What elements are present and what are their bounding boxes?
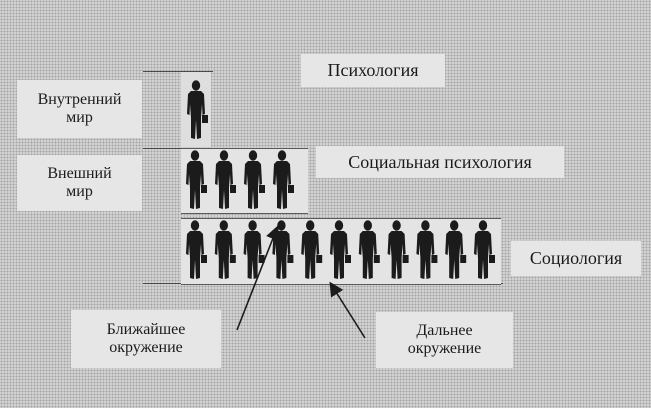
near-environment-label-box: Ближайшее окружение: [71, 310, 221, 368]
person-figure: [474, 220, 495, 279]
far-environment-label-box: Дальнее окружение: [376, 312, 513, 368]
person-figure: [187, 80, 208, 139]
person-figure: [416, 220, 438, 279]
near-environment-arrow: [236, 225, 280, 331]
person-figure: [272, 220, 294, 279]
person-figure: [273, 150, 294, 209]
psychology-label-box: Психология: [301, 54, 445, 87]
person-figure: [301, 220, 323, 279]
inner-world-label-box: Внутренний мир: [17, 80, 142, 138]
far-environment-arrow: [329, 281, 366, 339]
person-figure: [244, 150, 265, 209]
inner-world-label: Внутренний мир: [37, 91, 122, 126]
social-psychology-label: Социальная психология: [348, 151, 532, 172]
psychology-label: Психология: [327, 60, 419, 81]
person-figure: [358, 220, 380, 279]
outer-world-label: Внешний мир: [47, 165, 112, 200]
person-figure: [387, 220, 409, 279]
sociology-label-box: Социология: [511, 241, 641, 276]
person-figure: [445, 220, 467, 279]
far-environment-label: Дальнее окружение: [407, 322, 482, 357]
person-figure: [330, 220, 351, 279]
person-figure: [186, 220, 207, 279]
rule-top: [143, 71, 213, 72]
person-figure: [186, 150, 207, 209]
social-psychology-label-box: Социальная психология: [316, 146, 564, 178]
person-figure: [243, 220, 265, 279]
sociology-label: Социология: [529, 248, 623, 269]
person-figure: [214, 220, 236, 279]
outer-world-label-box: Внешний мир: [17, 155, 142, 211]
person-figure: [215, 150, 236, 209]
near-environment-label: Ближайшее окружение: [106, 321, 186, 356]
